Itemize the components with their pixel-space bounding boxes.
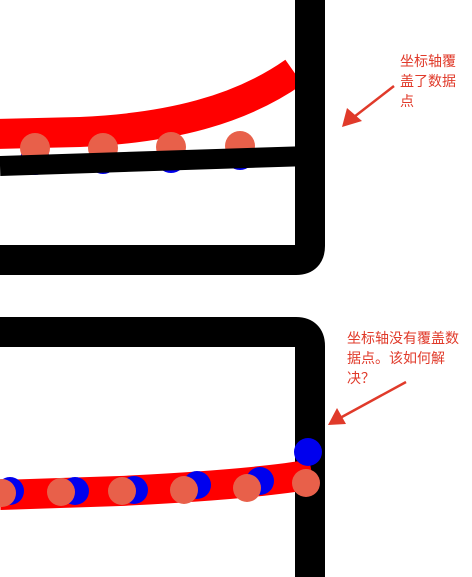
annotation-axis-not-covering-question: 坐标轴没有覆盖数据点。该如何解决？ xyxy=(347,331,459,387)
bottom-orange-marker xyxy=(47,478,75,506)
bottom-orange-marker xyxy=(233,474,261,502)
bottom-orange-marker xyxy=(292,469,320,497)
top-panel xyxy=(0,0,325,275)
bottom-blue-marker xyxy=(294,438,322,466)
bottom-panel xyxy=(0,317,325,577)
annotation-arrow-2 xyxy=(328,380,407,425)
bottom-orange-marker xyxy=(108,477,136,505)
bottom-orange-marker xyxy=(170,476,198,504)
bottom-axis-frame xyxy=(0,317,325,577)
bottom-orange-marker xyxy=(0,479,16,507)
annotation-arrow-1 xyxy=(342,85,395,127)
annotation-axis-covers-points: 坐标轴覆盖了数据点 xyxy=(400,54,456,110)
top-axis-horizontal xyxy=(0,146,311,176)
top-axis-frame xyxy=(0,0,325,275)
top-red-curve xyxy=(0,59,303,149)
